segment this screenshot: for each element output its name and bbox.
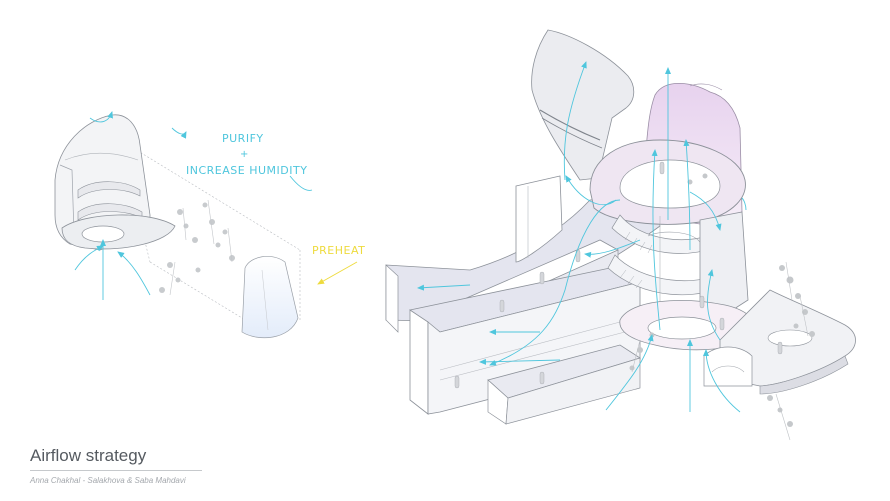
left-central-void (81, 225, 125, 243)
vertical-slab (515, 175, 563, 263)
left-arched-facade (241, 255, 299, 339)
left-floor-slab (77, 181, 141, 199)
diagram-title: Airflow strategy (30, 446, 147, 465)
central-void (619, 159, 721, 209)
plus-label: + (240, 149, 249, 160)
airflow-arrow (289, 175, 313, 191)
corridor-end-wall (409, 309, 429, 415)
title-divider (30, 470, 202, 471)
preheat-label: PREHEAT (312, 244, 366, 257)
airflow-arrow (74, 245, 104, 271)
left-tower-diagram (54, 111, 313, 339)
airflow-arrow (171, 127, 187, 139)
people-figures (454, 161, 783, 389)
bottom-arch (703, 346, 753, 387)
airflow-arrows (417, 61, 747, 413)
right-vegetation (629, 173, 815, 427)
left-vegetation (159, 202, 235, 293)
preheat-arrow (317, 261, 358, 285)
right-building-diagram (385, 29, 856, 441)
airflow-arrow (89, 111, 113, 123)
author-credit: Anna Chakhal - Salakhova & Saba Mahdavi (30, 476, 186, 485)
increase-humidity-label: INCREASE HUMIDITY (186, 164, 308, 177)
lower-void (647, 316, 717, 340)
purify-label: PURIFY (222, 132, 264, 145)
top-curved-wall (531, 29, 635, 181)
airflow-arrow (117, 251, 151, 296)
